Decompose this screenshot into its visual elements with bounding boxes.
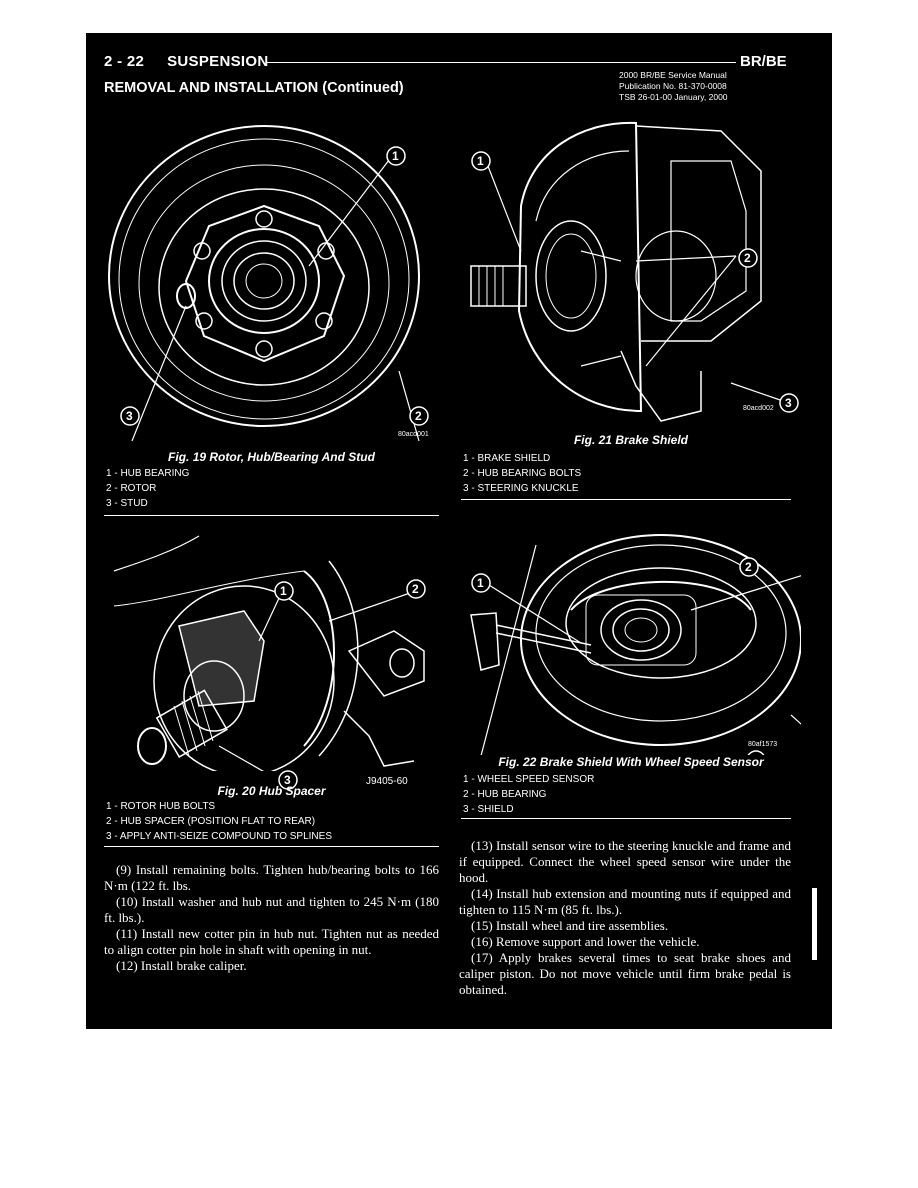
fig20-callout-3: 3	[284, 773, 291, 787]
fig22-callout-1: 1	[477, 576, 484, 590]
fig19-callout-3: 3	[126, 409, 133, 423]
step-13: (13) Install sensor wire to the steering…	[459, 838, 791, 885]
revision-change-bar	[812, 888, 817, 960]
step-15: (15) Install wheel and tire assemblies.	[471, 918, 669, 933]
fig19-rule	[104, 515, 439, 516]
step-9: (9) Install remaining bolts. Tighten hub…	[104, 862, 439, 893]
legend-item: 1 - ROTOR HUB BOLTS	[106, 801, 216, 812]
publication-line: 2000 BR/BE Service Manual	[619, 70, 727, 80]
fig19-callout-1: 1	[392, 149, 399, 163]
legend-item: 2 - HUB SPACER (POSITION FLAT TO REAR)	[106, 816, 316, 827]
step-12: (12) Install brake caliper.	[116, 958, 247, 973]
model-code: BR/BE	[740, 53, 787, 70]
fig20-caption: Fig. 20 Hub Spacer	[217, 784, 326, 798]
fig19-callout-2: 2	[415, 409, 422, 423]
publication-info: 2000 BR/BE Service Manual Publication No…	[619, 70, 728, 103]
step-11: (11) Install new cotter pin in hub nut. …	[104, 926, 439, 957]
header-rule	[266, 62, 736, 63]
legend-item: 3 - APPLY ANTI-SEIZE COMPOUND TO SPLINES	[106, 831, 332, 842]
legend-item: 3 - SHIELD	[463, 804, 514, 815]
fig21-illustration: 1 2 3 80acd002	[461, 111, 801, 431]
fig19-code: 80acd001	[398, 431, 429, 438]
page-number: 2 - 22	[104, 53, 145, 70]
fig22-caption: Fig. 22 Brake Shield With Wheel Speed Se…	[498, 755, 764, 769]
section-subtitle: REMOVAL AND INSTALLATION (Continued)	[104, 80, 404, 96]
legend-item: 2 - ROTOR	[106, 483, 157, 494]
page-header-left: 2 - 22 SUSPENSION	[104, 53, 268, 70]
step-16: (16) Remove support and lower the vehicl…	[471, 934, 700, 949]
step-10: (10) Install washer and hub nut and tigh…	[104, 894, 439, 925]
legend-item: 3 - STUD	[106, 498, 148, 509]
fig21-caption: Fig. 21 Brake Shield	[573, 433, 689, 447]
body-text-left: (9) Install remaining bolts. Tighten hub…	[104, 862, 439, 974]
publication-line: Publication No. 81-370-0008	[619, 81, 727, 91]
fig21-callout-1: 1	[477, 154, 484, 168]
fig21-rule	[461, 499, 791, 500]
section-title: SUSPENSION	[167, 53, 269, 70]
legend-item: 1 - HUB BEARING	[106, 468, 190, 479]
fig21-code-label: 80acd002	[743, 405, 774, 412]
step-17: (17) Apply brakes several times to seat …	[459, 950, 791, 997]
fig20-callout-2: 2	[412, 582, 419, 596]
legend-item: 2 - HUB BEARING	[463, 789, 547, 800]
manual-page: 2 - 22 SUSPENSION BR/BE REMOVAL AND INST…	[86, 33, 832, 1029]
fig20-code: J9405-60	[366, 776, 408, 787]
legend-item: 3 - STEERING KNUCKLE	[463, 483, 579, 494]
step-14: (14) Install hub extension and mounting …	[459, 886, 791, 917]
fig22-illustration: 1 2 3	[461, 515, 801, 755]
fig20-legend: 1 - ROTOR HUB BOLTS 2 - HUB SPACER (POSI…	[106, 799, 332, 844]
fig19-legend: 1 - HUB BEARING 2 - ROTOR 3 - STUD	[106, 466, 189, 511]
legend-item: 2 - HUB BEARING BOLTS	[463, 468, 582, 479]
publication-line: TSB 26-01-00 January, 2000	[619, 92, 728, 102]
fig20-illustration: 1 2	[104, 531, 439, 771]
fig19-illustration: 1	[104, 111, 439, 441]
fig21-legend: 1 - BRAKE SHIELD 2 - HUB BEARING BOLTS 3…	[463, 451, 581, 496]
fig22-callout-2: 2	[745, 560, 752, 574]
fig21-callout-2: 2	[744, 251, 751, 265]
legend-item: 1 - BRAKE SHIELD	[463, 453, 551, 464]
fig22-legend: 1 - WHEEL SPEED SENSOR 2 - HUB BEARING 3…	[463, 772, 594, 817]
fig19-caption: Fig. 19 Rotor, Hub/Bearing And Stud	[168, 450, 375, 464]
fig22-rule	[461, 818, 791, 819]
fig21-callout-3: 3	[785, 396, 792, 410]
fig22-code: 80af1573	[748, 741, 777, 748]
fig20-rule	[104, 846, 439, 847]
fig20-callout-1: 1	[280, 584, 287, 598]
legend-item: 1 - WHEEL SPEED SENSOR	[463, 774, 595, 785]
fig22-callout-3: 3	[752, 753, 759, 755]
body-text-right: (13) Install sensor wire to the steering…	[459, 838, 791, 998]
